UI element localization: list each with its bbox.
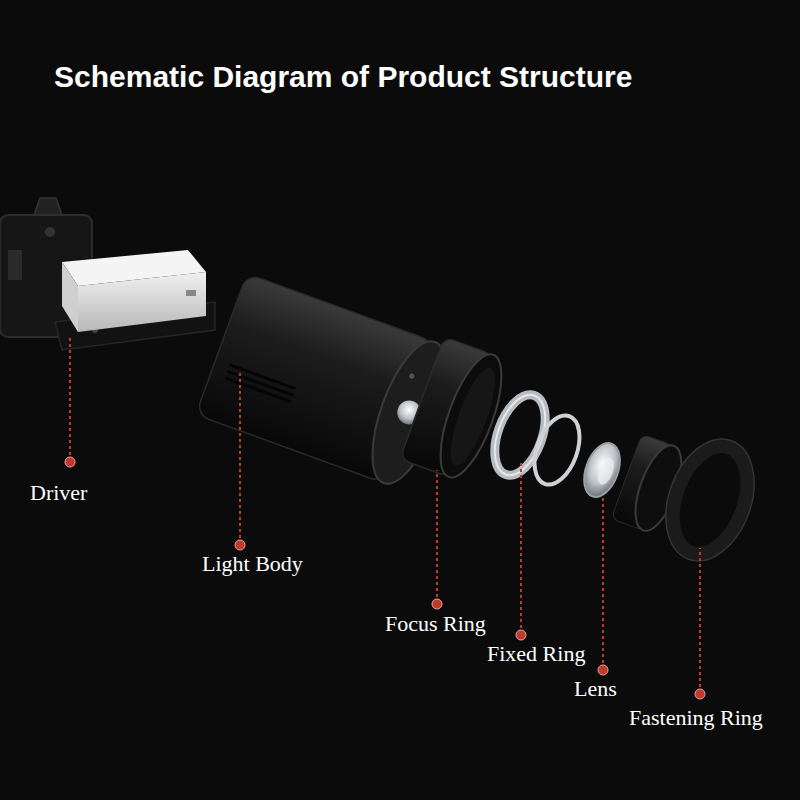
driver-box — [55, 250, 215, 350]
lens-part — [577, 438, 626, 502]
fastening-ring-part — [650, 427, 770, 573]
o-ring-part — [526, 409, 588, 490]
part-label: Focus Ring — [385, 611, 486, 637]
part-label: Lens — [574, 676, 617, 702]
leader-dots — [65, 457, 705, 699]
leader-lines — [70, 335, 700, 687]
diagram-title: Schematic Diagram of Product Structure — [54, 60, 632, 94]
fixed-ring-part — [485, 388, 555, 482]
part-label: Driver — [30, 480, 87, 506]
part-label: Light Body — [202, 551, 303, 577]
part-label: Fixed Ring — [487, 641, 585, 667]
part-label: Fastening Ring — [629, 705, 763, 731]
